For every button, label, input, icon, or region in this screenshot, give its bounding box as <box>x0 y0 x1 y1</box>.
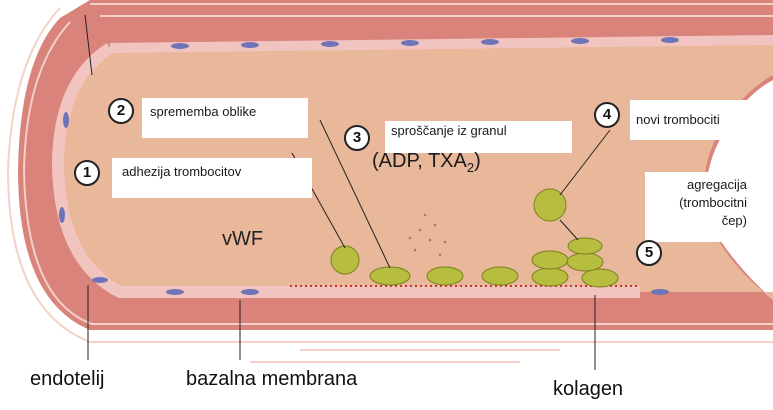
step-5-line-1: agregacija <box>651 176 747 194</box>
vwf-label: vWF <box>222 228 263 251</box>
step-3-formula: (ADP, TXA2) <box>372 150 481 175</box>
step-5-line-2: (trombocitni <box>651 194 747 212</box>
step-3-marker: 3 <box>344 125 370 151</box>
formula-subscript: 2 <box>467 160 474 175</box>
bazalna-membrana-label: bazalna membrana <box>186 368 357 391</box>
step-1-label: adhezija trombocitov <box>112 158 312 198</box>
step-5-label: agregacija (trombocitni čep) <box>645 172 753 242</box>
activated-platelet <box>331 246 359 274</box>
step-4-label: novi trombociti <box>630 100 752 140</box>
formula-text: (ADP, TXA <box>372 150 467 172</box>
formula-close: ) <box>474 150 481 172</box>
step-1-marker: 1 <box>74 160 100 186</box>
step-2-marker: 2 <box>108 98 134 124</box>
step-4-marker: 4 <box>594 102 620 128</box>
step-5-marker: 5 <box>636 240 662 266</box>
adhered-platelet <box>370 267 410 285</box>
endotelij-label: endotelij <box>30 368 105 391</box>
step-2-label: sprememba oblike <box>142 98 308 138</box>
kolagen-label: kolagen <box>553 378 623 401</box>
step-3-label: sproščanje iz granul <box>385 121 572 153</box>
step-5-line-3: čep) <box>651 212 747 230</box>
